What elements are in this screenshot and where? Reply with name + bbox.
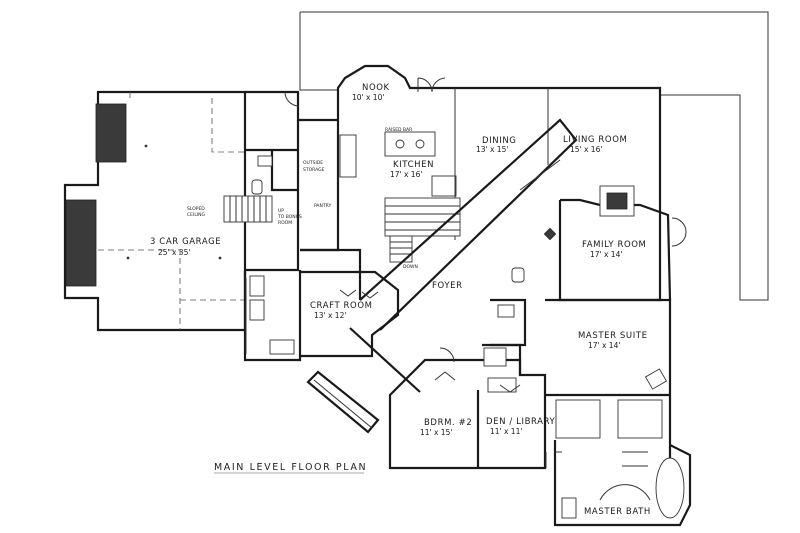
- outside-storage-note-2: STORAGE: [303, 167, 325, 173]
- raised-bar-note: RAISED BAR: [385, 127, 412, 133]
- bedroom-2-label: BDRM. #2: [424, 418, 472, 428]
- garage-label: 3 CAR GARAGE: [150, 237, 221, 247]
- craft-room-label: CRAFT ROOM: [310, 301, 373, 311]
- family-room-walls: [560, 185, 687, 301]
- diagonal-hall: [300, 118, 578, 331]
- sloped-ceiling-note-2: CEILING: [187, 212, 206, 218]
- living-room-label: LIVING ROOM: [563, 135, 627, 145]
- nook-size: 10' x 10': [352, 93, 384, 102]
- living-room-size: 15' x 16': [570, 145, 602, 154]
- garage-walls: [63, 90, 247, 332]
- craft-room-size: 13' x 12': [314, 311, 346, 320]
- plan-title: MAIN LEVEL FLOOR PLAN: [214, 462, 367, 473]
- dining-size: 13' x 15': [476, 145, 508, 154]
- foyer-label: FOYER: [432, 281, 463, 291]
- dining-label: DINING: [482, 136, 516, 146]
- down-note: DOWN: [403, 264, 418, 270]
- kitchen-nook-walls: [223, 64, 662, 302]
- master-suite-walls: [545, 298, 692, 527]
- family-room-label: FAMILY ROOM: [582, 240, 647, 250]
- up-note-2: TO BONUS: [277, 214, 302, 220]
- master-suite-size: 17' x 14': [588, 341, 620, 350]
- nook-label: NOOK: [362, 83, 390, 93]
- kitchen-label: KITCHEN: [393, 160, 434, 170]
- bedroom-2-size: 11' x 15': [420, 428, 452, 437]
- master-bath-label: MASTER BATH: [584, 507, 651, 517]
- outside-storage-note-1: OUTSIDE: [303, 160, 323, 166]
- craft-room-walls: [243, 270, 400, 362]
- sloped-ceiling-note-1: SLOPED: [187, 206, 205, 212]
- entry-porch: [306, 327, 421, 434]
- pantry-note: PANTRY: [314, 203, 331, 209]
- bedroom-wing-walls: [388, 267, 547, 470]
- master-suite-label: MASTER SUITE: [578, 331, 648, 341]
- family-room-size: 17' x 14': [590, 250, 622, 259]
- up-note-3: ROOM: [278, 220, 292, 226]
- den-library-size: 11' x 11': [490, 427, 522, 436]
- kitchen-size: 17' x 16': [390, 170, 422, 179]
- garage-size: 25' x 35': [158, 248, 190, 257]
- deck-outline: [299, 11, 769, 301]
- den-library-label: DEN / LIBRARY: [486, 417, 556, 427]
- up-note-1: UP: [278, 208, 284, 214]
